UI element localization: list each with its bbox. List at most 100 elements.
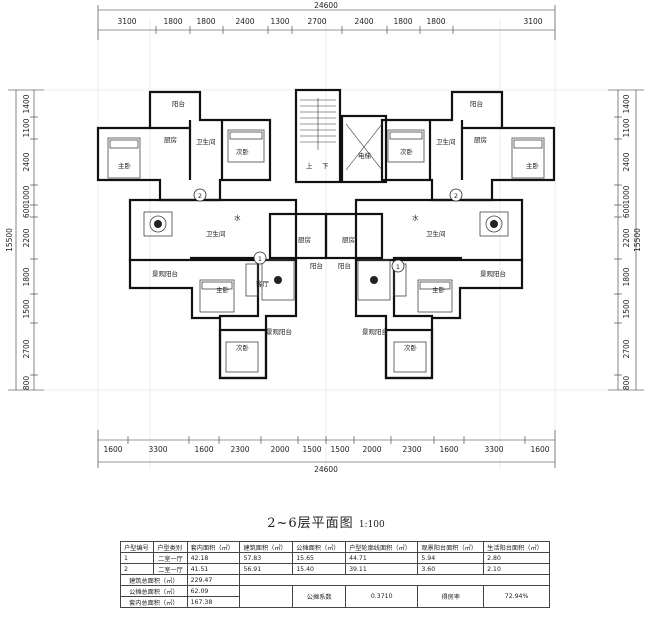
bottom-dim: 1600 bbox=[439, 445, 458, 454]
bottom-dims: 1600 3300 1600 2300 2000 1500 1500 2000 … bbox=[103, 445, 549, 454]
right-dims: 1400 1100 2400 1000 600 2200 1800 1500 2… bbox=[622, 94, 631, 390]
balcony-label: 阳台 bbox=[470, 99, 483, 108]
second-bedroom-label: 次卧 bbox=[400, 147, 414, 156]
water-label: 水 bbox=[412, 213, 419, 222]
table-cell: 二室一厅 bbox=[153, 552, 188, 564]
table-row: 2 二室一厅 41.51 56.91 15.40 39.11 3.60 2.10 bbox=[119, 563, 550, 575]
view-balcony-label: 景观阳台 bbox=[152, 269, 178, 278]
unit-markers: 1 2 1 2 bbox=[193, 188, 463, 273]
table-cell: 二室一厅 bbox=[153, 563, 188, 575]
table-cell: 42.18 bbox=[186, 552, 241, 564]
unit-marker: 2 bbox=[198, 192, 202, 200]
master-bedroom-label: 主卧 bbox=[118, 161, 132, 170]
furniture-dark bbox=[154, 220, 498, 284]
bottom-dim: 1600 bbox=[530, 445, 549, 454]
second-bedroom-label: 次卧 bbox=[236, 343, 250, 352]
left-dim: 2700 bbox=[22, 339, 31, 358]
right-dim: 2400 bbox=[622, 152, 631, 171]
left-dim: 600 bbox=[22, 204, 31, 219]
plan-scale: 1:100 bbox=[358, 520, 385, 530]
plan-title: 2~6层平面图 1:100 bbox=[0, 512, 652, 531]
table-cell: 57.83 bbox=[239, 552, 294, 564]
table-cell-empty bbox=[239, 585, 294, 608]
table-header: 套内面积（㎡） bbox=[186, 541, 241, 553]
kitchen-label: 厨房 bbox=[474, 135, 487, 144]
table-cell: 2 bbox=[119, 563, 155, 575]
table-cell: 3.60 bbox=[417, 563, 485, 575]
total-shared-value: 62.09 bbox=[186, 585, 241, 597]
table-header: 建筑面积（㎡） bbox=[239, 541, 294, 553]
master-bedroom-label: 主卧 bbox=[432, 285, 446, 294]
table-cell-empty bbox=[239, 574, 550, 586]
balcony-label: 阳台 bbox=[338, 261, 351, 270]
bottom-dim: 2000 bbox=[270, 445, 289, 454]
left-dim: 1800 bbox=[22, 267, 31, 286]
kitchen-label: 厨房 bbox=[298, 235, 311, 244]
left-dim: 800 bbox=[22, 376, 31, 391]
bathroom-label: 卫生间 bbox=[436, 137, 456, 146]
table-cell: 5.94 bbox=[417, 552, 485, 564]
balcony-label: 阳台 bbox=[310, 261, 323, 270]
top-dims: 3100 1800 1800 2400 1300 2700 2400 1800 … bbox=[117, 17, 542, 26]
right-dim: 600 bbox=[622, 204, 631, 219]
top-dim: 2400 bbox=[235, 17, 254, 26]
table-header: 户型编号 bbox=[119, 541, 155, 553]
bottom-dim: 2000 bbox=[362, 445, 381, 454]
plan-title-text: 2~6层平面图 bbox=[267, 516, 354, 531]
top-dimension-chain bbox=[97, 5, 556, 40]
kitchen-label: 厨房 bbox=[164, 135, 177, 144]
left-dim: 1500 bbox=[22, 299, 31, 318]
second-bedroom-label: 次卧 bbox=[404, 343, 418, 352]
view-balcony-label: 景观阳台 bbox=[266, 327, 292, 336]
share-coef-label: 公摊系数 bbox=[292, 585, 347, 608]
table-cell: 44.71 bbox=[345, 552, 419, 564]
unit-marker: 2 bbox=[454, 192, 458, 200]
bottom-dim: 1500 bbox=[330, 445, 349, 454]
table-header-row: 户型编号 户型类别 套内面积（㎡） 建筑面积（㎡） 公摊面积（㎡） 户型轮廓线面… bbox=[119, 541, 550, 553]
left-dim: 1400 bbox=[22, 94, 31, 113]
bottom-dimension-chain bbox=[97, 430, 556, 468]
table-total-row: 套内总面积（㎡） 167.38 bbox=[120, 596, 550, 608]
top-dim: 3100 bbox=[117, 17, 136, 26]
stair-hatch bbox=[300, 98, 383, 171]
right-dim: 1400 bbox=[622, 94, 631, 113]
right-overall-dim: 15500 bbox=[633, 228, 642, 252]
share-coef-value: 0.3710 bbox=[345, 585, 419, 608]
bathroom-label: 卫生间 bbox=[196, 137, 216, 146]
total-shared-label: 公摊总面积（㎡） bbox=[120, 585, 188, 597]
table-header: 户型类别 bbox=[153, 541, 188, 553]
top-dim: 2400 bbox=[354, 17, 373, 26]
table-row: 1 二室一厅 42.18 57.83 15.65 44.71 5.94 2.80 bbox=[119, 552, 550, 564]
table-header: 户型轮廓线面积（㎡） bbox=[345, 541, 419, 553]
table-header: 观景阳台面积（㎡） bbox=[417, 541, 485, 553]
table-cell: 2.80 bbox=[483, 552, 550, 564]
table-total-row: 公摊总面积（㎡） 62.09 公摊系数 0.3710 得房率 72.94% bbox=[120, 585, 550, 608]
table-cell: 41.51 bbox=[186, 563, 241, 575]
total-building-value: 229.47 bbox=[186, 574, 241, 586]
top-dim: 1300 bbox=[270, 17, 289, 26]
building-walls bbox=[96, 88, 556, 380]
top-dim: 1800 bbox=[393, 17, 412, 26]
left-dim: 1100 bbox=[22, 118, 31, 137]
table-total-row: 建筑总面积（㎡） 229.47 bbox=[120, 574, 550, 586]
area-table: 户型编号 户型类别 套内面积（㎡） 建筑面积（㎡） 公摊面积（㎡） 户型轮廓线面… bbox=[119, 541, 550, 608]
right-dim: 1800 bbox=[622, 267, 631, 286]
kitchen-label: 厨房 bbox=[342, 235, 355, 244]
table-header: 生活阳台面积（㎡） bbox=[483, 541, 550, 553]
right-dim: 800 bbox=[622, 376, 631, 391]
top-dim: 2700 bbox=[307, 17, 326, 26]
left-dims: 1400 1100 2400 1000 600 2200 1800 1500 2… bbox=[22, 94, 31, 390]
table-cell: 15.40 bbox=[292, 563, 347, 575]
bottom-dim: 1600 bbox=[194, 445, 213, 454]
bathroom-label: 卫生间 bbox=[206, 229, 226, 238]
left-dim: 1000 bbox=[22, 185, 31, 204]
elevator-label: 电梯 bbox=[358, 151, 372, 160]
view-balcony-label: 景观阳台 bbox=[480, 269, 506, 278]
unit-marker: 1 bbox=[258, 255, 262, 263]
table-cell: 56.91 bbox=[239, 563, 294, 575]
second-bedroom-label: 次卧 bbox=[236, 147, 250, 156]
right-dim: 1500 bbox=[622, 299, 631, 318]
table-cell: 2.10 bbox=[483, 563, 550, 575]
left-dim: 2200 bbox=[22, 228, 31, 247]
total-building-label: 建筑总面积（㎡） bbox=[120, 574, 188, 586]
